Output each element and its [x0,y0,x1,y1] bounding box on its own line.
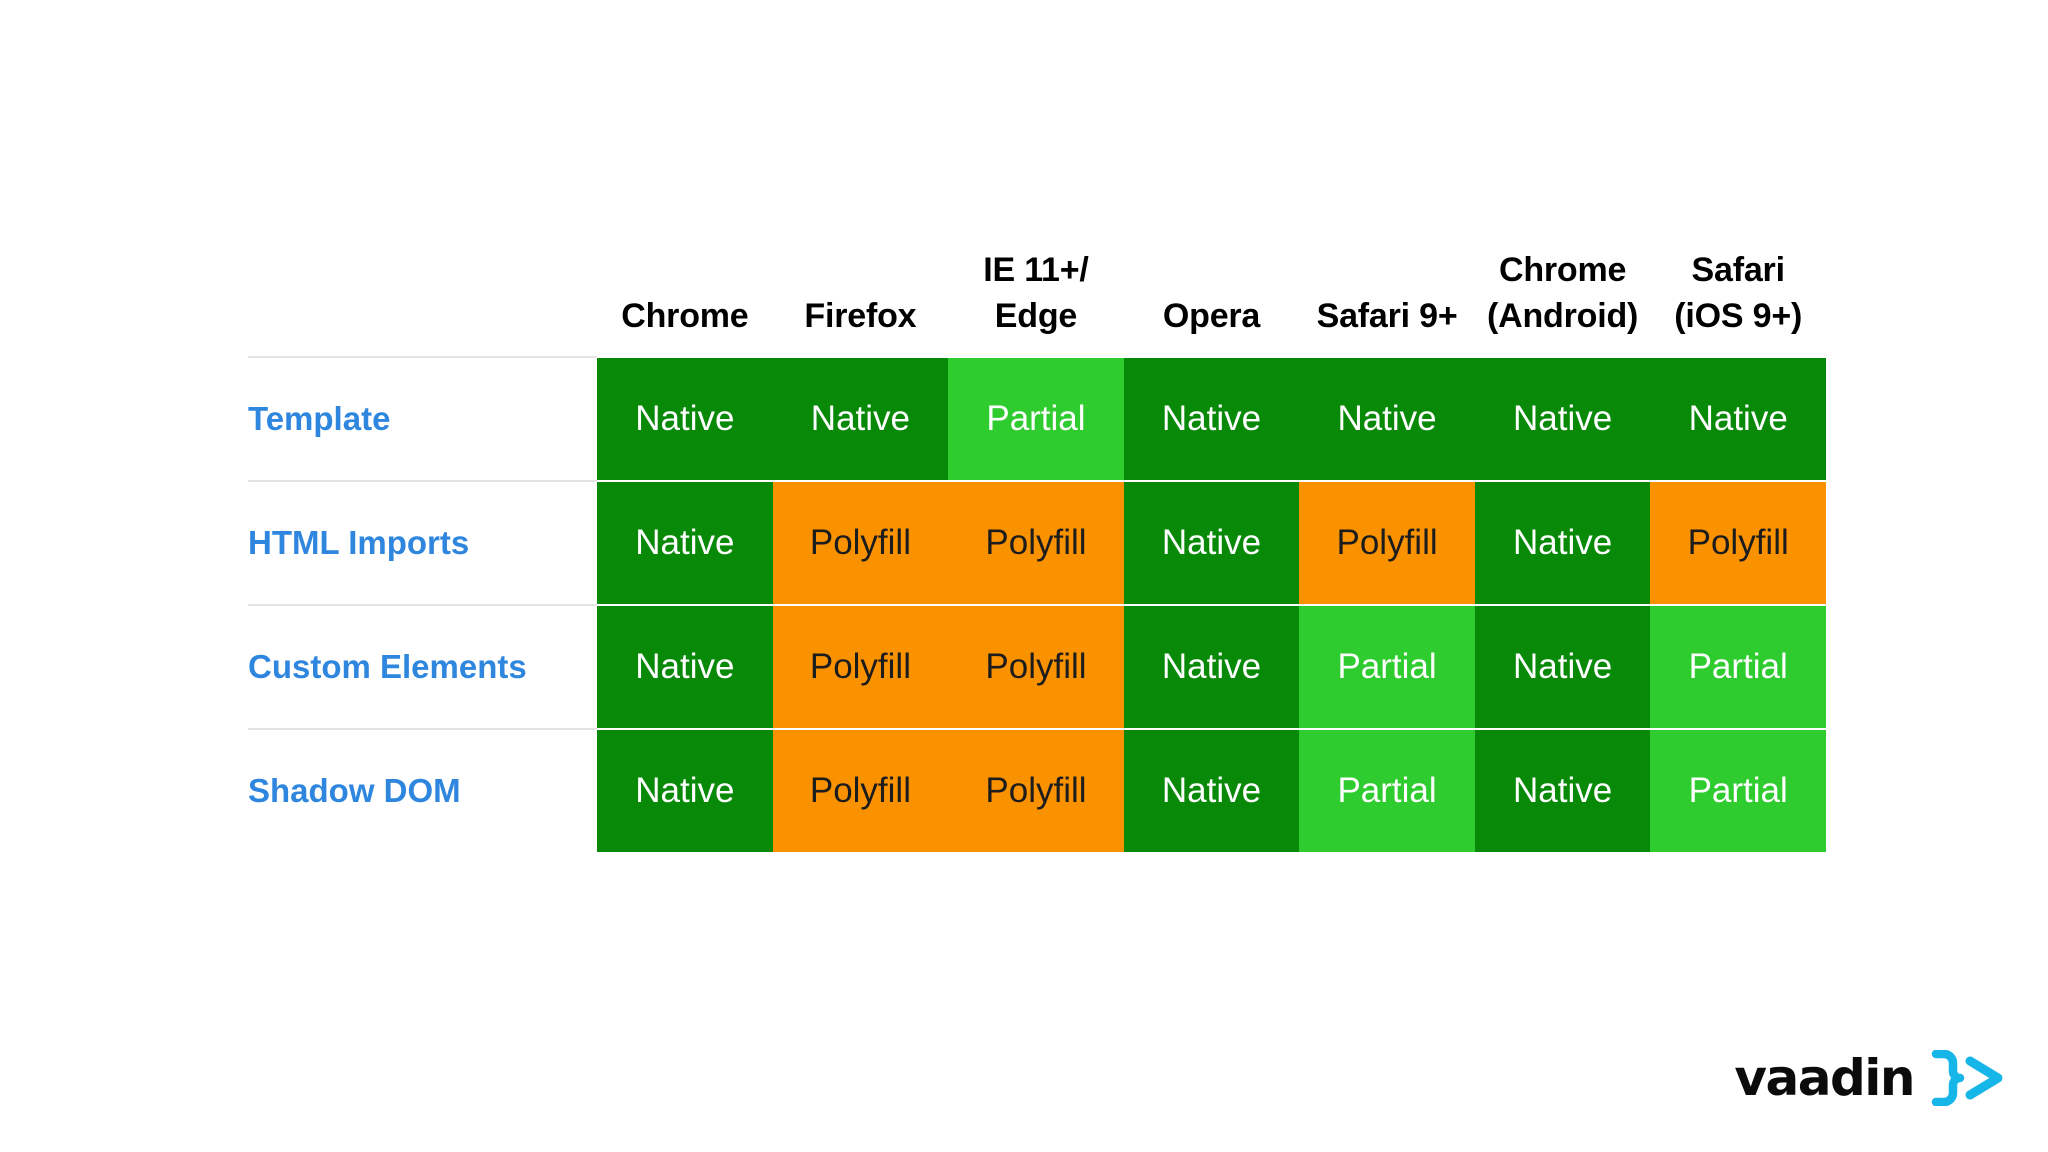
row-label-shadow-dom: Shadow DOM [248,727,598,854]
cell-html-imports-ie-edge: Polyfill [948,479,1124,606]
column-header-safari: Safari 9+ [1316,296,1458,335]
cell-custom-elements-opera: Native [1123,603,1300,730]
header-row: Chrome Firefox IE 11+/ Edge Opera Safari… [248,248,1826,357]
table-row: Shadow DOM Native Polyfill Polyfill Nati… [248,727,1826,854]
table-row: Custom Elements Native Polyfill Polyfill… [248,603,1826,730]
cell-template-safari-ios: Native [1650,355,1826,482]
column-header-chrome: Chrome [621,296,749,335]
cell-template-ie-edge: Partial [948,355,1124,482]
cell-html-imports-safari: Polyfill [1299,479,1475,606]
table-header: Chrome Firefox IE 11+/ Edge Opera Safari… [248,248,1826,357]
cell-template-opera: Native [1123,355,1300,482]
row-label-html-imports: HTML Imports [248,479,598,605]
cell-template-firefox: Native [772,355,949,482]
cell-html-imports-chrome-android: Native [1474,479,1651,606]
cell-html-imports-opera: Native [1123,479,1300,606]
cell-shadow-dom-safari-ios: Partial [1650,727,1826,854]
cell-shadow-dom-chrome-android: Native [1474,727,1651,854]
support-matrix: Chrome Firefox IE 11+/ Edge Opera Safari… [248,248,1826,854]
table-row: Template Native Native Partial Native Na… [248,355,1826,482]
table-body: Template Native Native Partial Native Na… [248,355,1826,854]
cell-shadow-dom-safari: Partial [1299,727,1475,854]
column-header-firefox: Firefox [804,296,917,335]
row-label-custom-elements: Custom Elements [248,603,598,729]
column-header-opera: Opera [1162,296,1261,335]
cell-shadow-dom-ie-edge: Polyfill [948,727,1124,854]
cell-shadow-dom-chrome: Native [597,727,773,854]
cell-custom-elements-ie-edge: Polyfill [948,603,1124,730]
cell-template-chrome-android: Native [1474,355,1651,482]
vaadin-logo: vaadin [1734,1050,2006,1106]
cell-custom-elements-firefox: Polyfill [772,603,949,730]
column-header-ie-edge: IE 11+/ Edge [983,251,1089,335]
vaadin-wordmark: vaadin [1734,1049,1915,1107]
table-row: HTML Imports Native Polyfill Polyfill Na… [248,479,1826,606]
column-header-safari-ios: Safari (iOS 9+) [1674,251,1803,335]
cell-custom-elements-chrome: Native [597,603,773,730]
cell-shadow-dom-firefox: Polyfill [772,727,949,854]
cell-html-imports-chrome: Native [597,479,773,606]
cell-shadow-dom-opera: Native [1123,727,1300,854]
cell-custom-elements-safari-ios: Partial [1650,603,1826,730]
header-corner [248,248,597,357]
cell-custom-elements-safari: Partial [1299,603,1475,730]
cell-template-safari: Native [1299,355,1475,482]
row-label-template: Template [248,355,598,481]
cell-custom-elements-chrome-android: Native [1474,603,1651,730]
browser-support-table: Chrome Firefox IE 11+/ Edge Opera Safari… [248,248,1826,854]
cell-html-imports-safari-ios: Polyfill [1650,479,1826,606]
cell-html-imports-firefox: Polyfill [772,479,949,606]
cell-template-chrome: Native [597,355,773,482]
vaadin-brace-arrow-icon [1928,1050,2006,1106]
column-header-chrome-android: Chrome (Android) [1487,251,1639,335]
